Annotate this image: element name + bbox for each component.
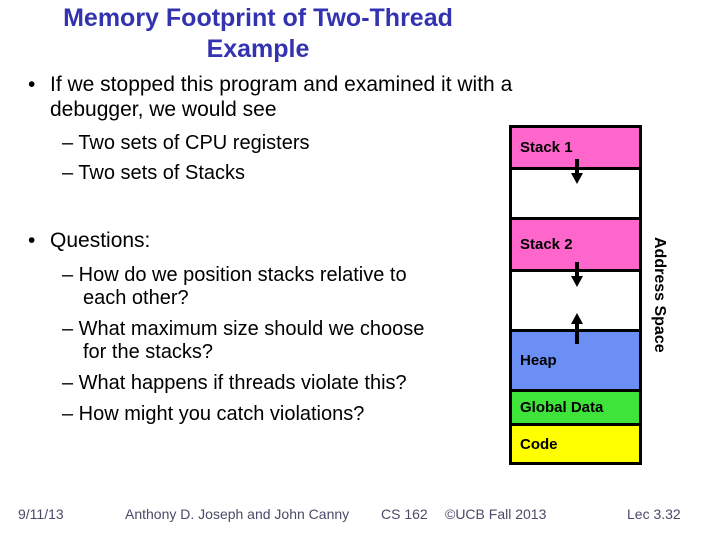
segment-heap-label: Heap (520, 352, 557, 369)
down-arrow-icon (571, 276, 583, 287)
subitem-position-stacks: – How do we position stacks relative to … (62, 264, 407, 309)
footer-lecture-number: Lec 3.32 (627, 506, 681, 522)
segment-stack2: Stack 2 (512, 217, 639, 269)
bullet-marker: • (28, 229, 36, 252)
subitem-catch-violations: – How might you catch violations? (62, 403, 365, 425)
segment-global-data: Global Data (512, 389, 639, 423)
sublist-debugger: – Two sets of CPU registers – Two sets o… (62, 132, 502, 192)
subitem-max-size: – What maximum size should we choose for… (62, 318, 425, 363)
bullet-item-questions: Questions: (50, 229, 151, 252)
up-arrow-icon (571, 313, 583, 324)
slide-title-line2: Example (206, 35, 310, 63)
slide-title: Memory Footprint of Two-Thread Example (0, 3, 516, 65)
stack2-growth-arrow (575, 262, 579, 277)
bullet-marker: • (28, 73, 36, 96)
segment-code-label: Code (520, 435, 558, 453)
sublist-questions: – How do we position stacks relative to … (62, 264, 502, 434)
subitem-cpu-registers: – Two sets of CPU registers (62, 132, 310, 154)
subitem-violate: – What happens if threads violate this? (62, 372, 407, 394)
segment-stack1-label: Stack 1 (520, 139, 573, 156)
segment-code: Code (512, 423, 639, 462)
footer-copyright: ©UCB Fall 2013 (445, 506, 547, 522)
footer-date: 9/11/13 (18, 506, 64, 522)
down-arrow-icon (571, 173, 583, 184)
footer-authors: Anthony D. Joseph and John Canny (125, 506, 350, 522)
bullet-item-debugger: If we stopped this program and examined … (50, 73, 513, 121)
footer-course: CS 162 (381, 506, 428, 522)
segment-stack2-label: Stack 2 (520, 236, 573, 253)
slide-title-line1: Memory Footprint of Two-Thread (63, 4, 453, 32)
stack1-growth-arrow (575, 159, 579, 175)
heap-growth-arrow (575, 323, 579, 344)
subitem-stacks: – Two sets of Stacks (62, 162, 246, 184)
segment-global-data-label: Global Data (520, 399, 604, 416)
address-space-label: Address Space (651, 237, 668, 353)
